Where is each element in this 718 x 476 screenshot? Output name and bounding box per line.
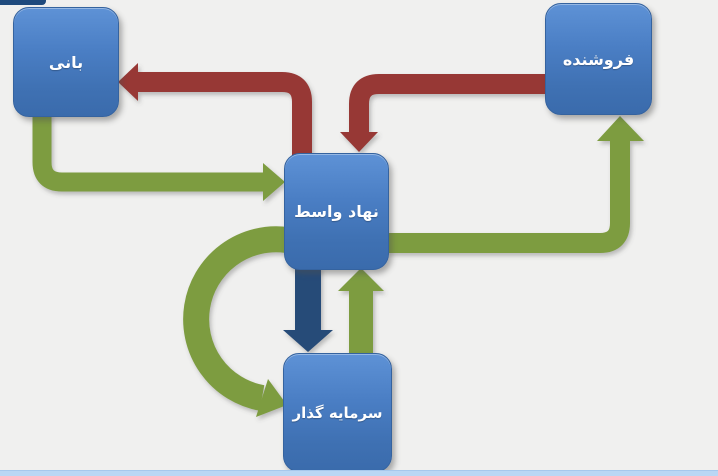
arrow-bani-to-nahad-vaset[interactable] <box>32 112 285 201</box>
node-nahad-vaset-label: نهاد واسط <box>294 202 379 221</box>
arrow-nahad-vaset-to-sarmayeh-straight[interactable] <box>283 266 333 352</box>
arrow-forushandeh-to-nahad-vaset[interactable] <box>340 74 548 152</box>
arrow-head[interactable] <box>263 163 285 201</box>
arrow-sarmayeh-to-nahad-vaset[interactable] <box>338 268 384 355</box>
node-forushandeh-label: فروشنده <box>562 49 635 69</box>
node-nahad-vaset[interactable]: نهاد واسط <box>284 153 389 270</box>
arrow-head[interactable] <box>118 63 138 101</box>
arrow-curve-shaft[interactable] <box>183 226 289 411</box>
arrow-shaft[interactable] <box>349 74 548 133</box>
arrow-shaft[interactable] <box>137 72 312 160</box>
arrow-head[interactable] <box>597 116 644 141</box>
arrow-head[interactable] <box>283 330 333 352</box>
node-sarmayeh-gozar-label: سرمایه گذار <box>292 403 383 422</box>
arrow-shaft[interactable] <box>386 140 630 253</box>
node-sarmayeh-gozar[interactable]: سرمایه گذار <box>283 353 392 472</box>
arrow-head[interactable] <box>340 132 378 152</box>
node-forushandeh[interactable]: فروشنده <box>545 3 652 115</box>
arrow-nahad-vaset-to-forushandeh[interactable] <box>386 116 644 253</box>
arrow-head[interactable] <box>338 268 384 291</box>
arrow-curve-head[interactable] <box>256 379 287 417</box>
arrow-nahad-vaset-to-bani[interactable] <box>118 63 312 160</box>
bottom-edge-bar <box>0 470 718 476</box>
top-left-cropped-shape <box>0 0 46 5</box>
arrow-nahad-vaset-to-sarmayeh-curved[interactable] <box>183 226 289 417</box>
node-bani-label: بانی <box>48 52 84 72</box>
arrow-shaft[interactable] <box>32 112 264 192</box>
node-bani[interactable]: بانی <box>13 7 119 117</box>
